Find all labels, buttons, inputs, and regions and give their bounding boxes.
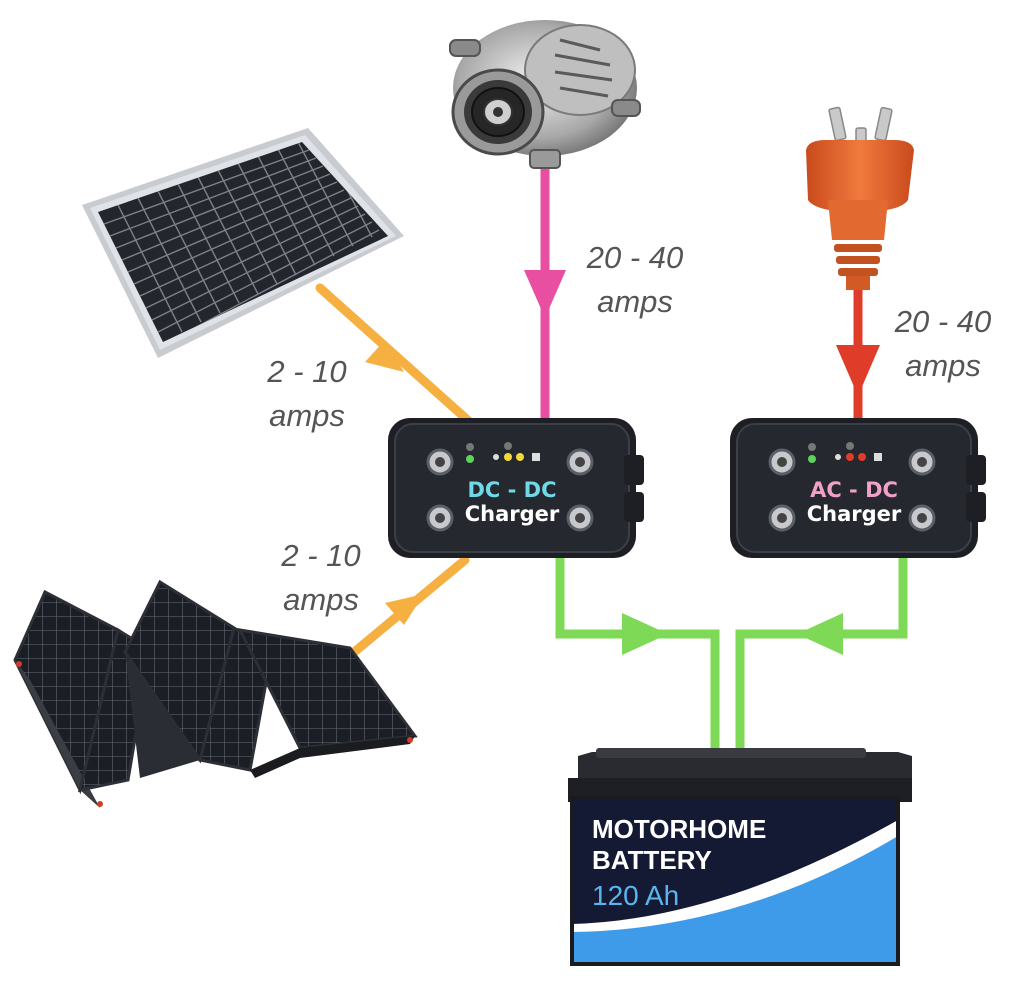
solar-panel-amps-label: 2 - 10 amps	[252, 350, 362, 438]
alternator-amps-unit: amps	[597, 284, 673, 319]
ac-dc-charger-icon	[730, 418, 986, 558]
solar-flow-arrow	[315, 283, 477, 429]
mains-amps-label: 20 - 40 amps	[880, 300, 1006, 388]
dc-dc-charger-title: DC - DC	[467, 478, 557, 502]
mains-flow-arrow	[836, 288, 880, 424]
alternator-flow-arrow	[524, 168, 566, 424]
solar-panel-amps-unit: amps	[269, 398, 345, 433]
ac-dc-charger-title: AC - DC	[810, 478, 898, 502]
battery-label-line2: BATTERY	[592, 845, 712, 875]
battery-icon	[568, 748, 912, 966]
ac-dc-charger-subtitle: Charger	[806, 502, 902, 526]
solar-panel-icon	[82, 128, 404, 358]
mains-plug-icon	[806, 106, 914, 290]
alternator-icon	[449, 20, 641, 169]
ac-dc-charger-label: AC - DC Charger	[794, 478, 914, 526]
battery-capacity: 120 Ah	[592, 880, 680, 911]
folding-solar-amps-label: 2 - 10 amps	[266, 534, 376, 622]
dc-dc-output-line	[555, 556, 720, 758]
folding-solar-flow-arrow	[330, 555, 470, 673]
dc-dc-charger-icon	[388, 418, 644, 558]
folding-solar-panel-icon	[13, 579, 418, 808]
mains-amps-unit: amps	[905, 348, 981, 383]
folding-solar-amps-range: 2 - 10	[281, 538, 361, 573]
alternator-amps-range: 20 - 40	[586, 240, 684, 275]
solar-panel-amps-range: 2 - 10	[267, 354, 347, 389]
mains-amps-range: 20 - 40	[894, 304, 992, 339]
folding-solar-amps-unit: amps	[283, 582, 359, 617]
battery-label-line1: MOTORHOME	[592, 814, 767, 844]
ac-dc-output-line	[735, 556, 908, 758]
alternator-amps-label: 20 - 40 amps	[572, 236, 698, 324]
battery-label: MOTORHOME BATTERY	[592, 814, 766, 876]
dc-dc-charger-subtitle: Charger	[464, 502, 560, 526]
dc-dc-charger-label: DC - DC Charger	[452, 478, 572, 526]
